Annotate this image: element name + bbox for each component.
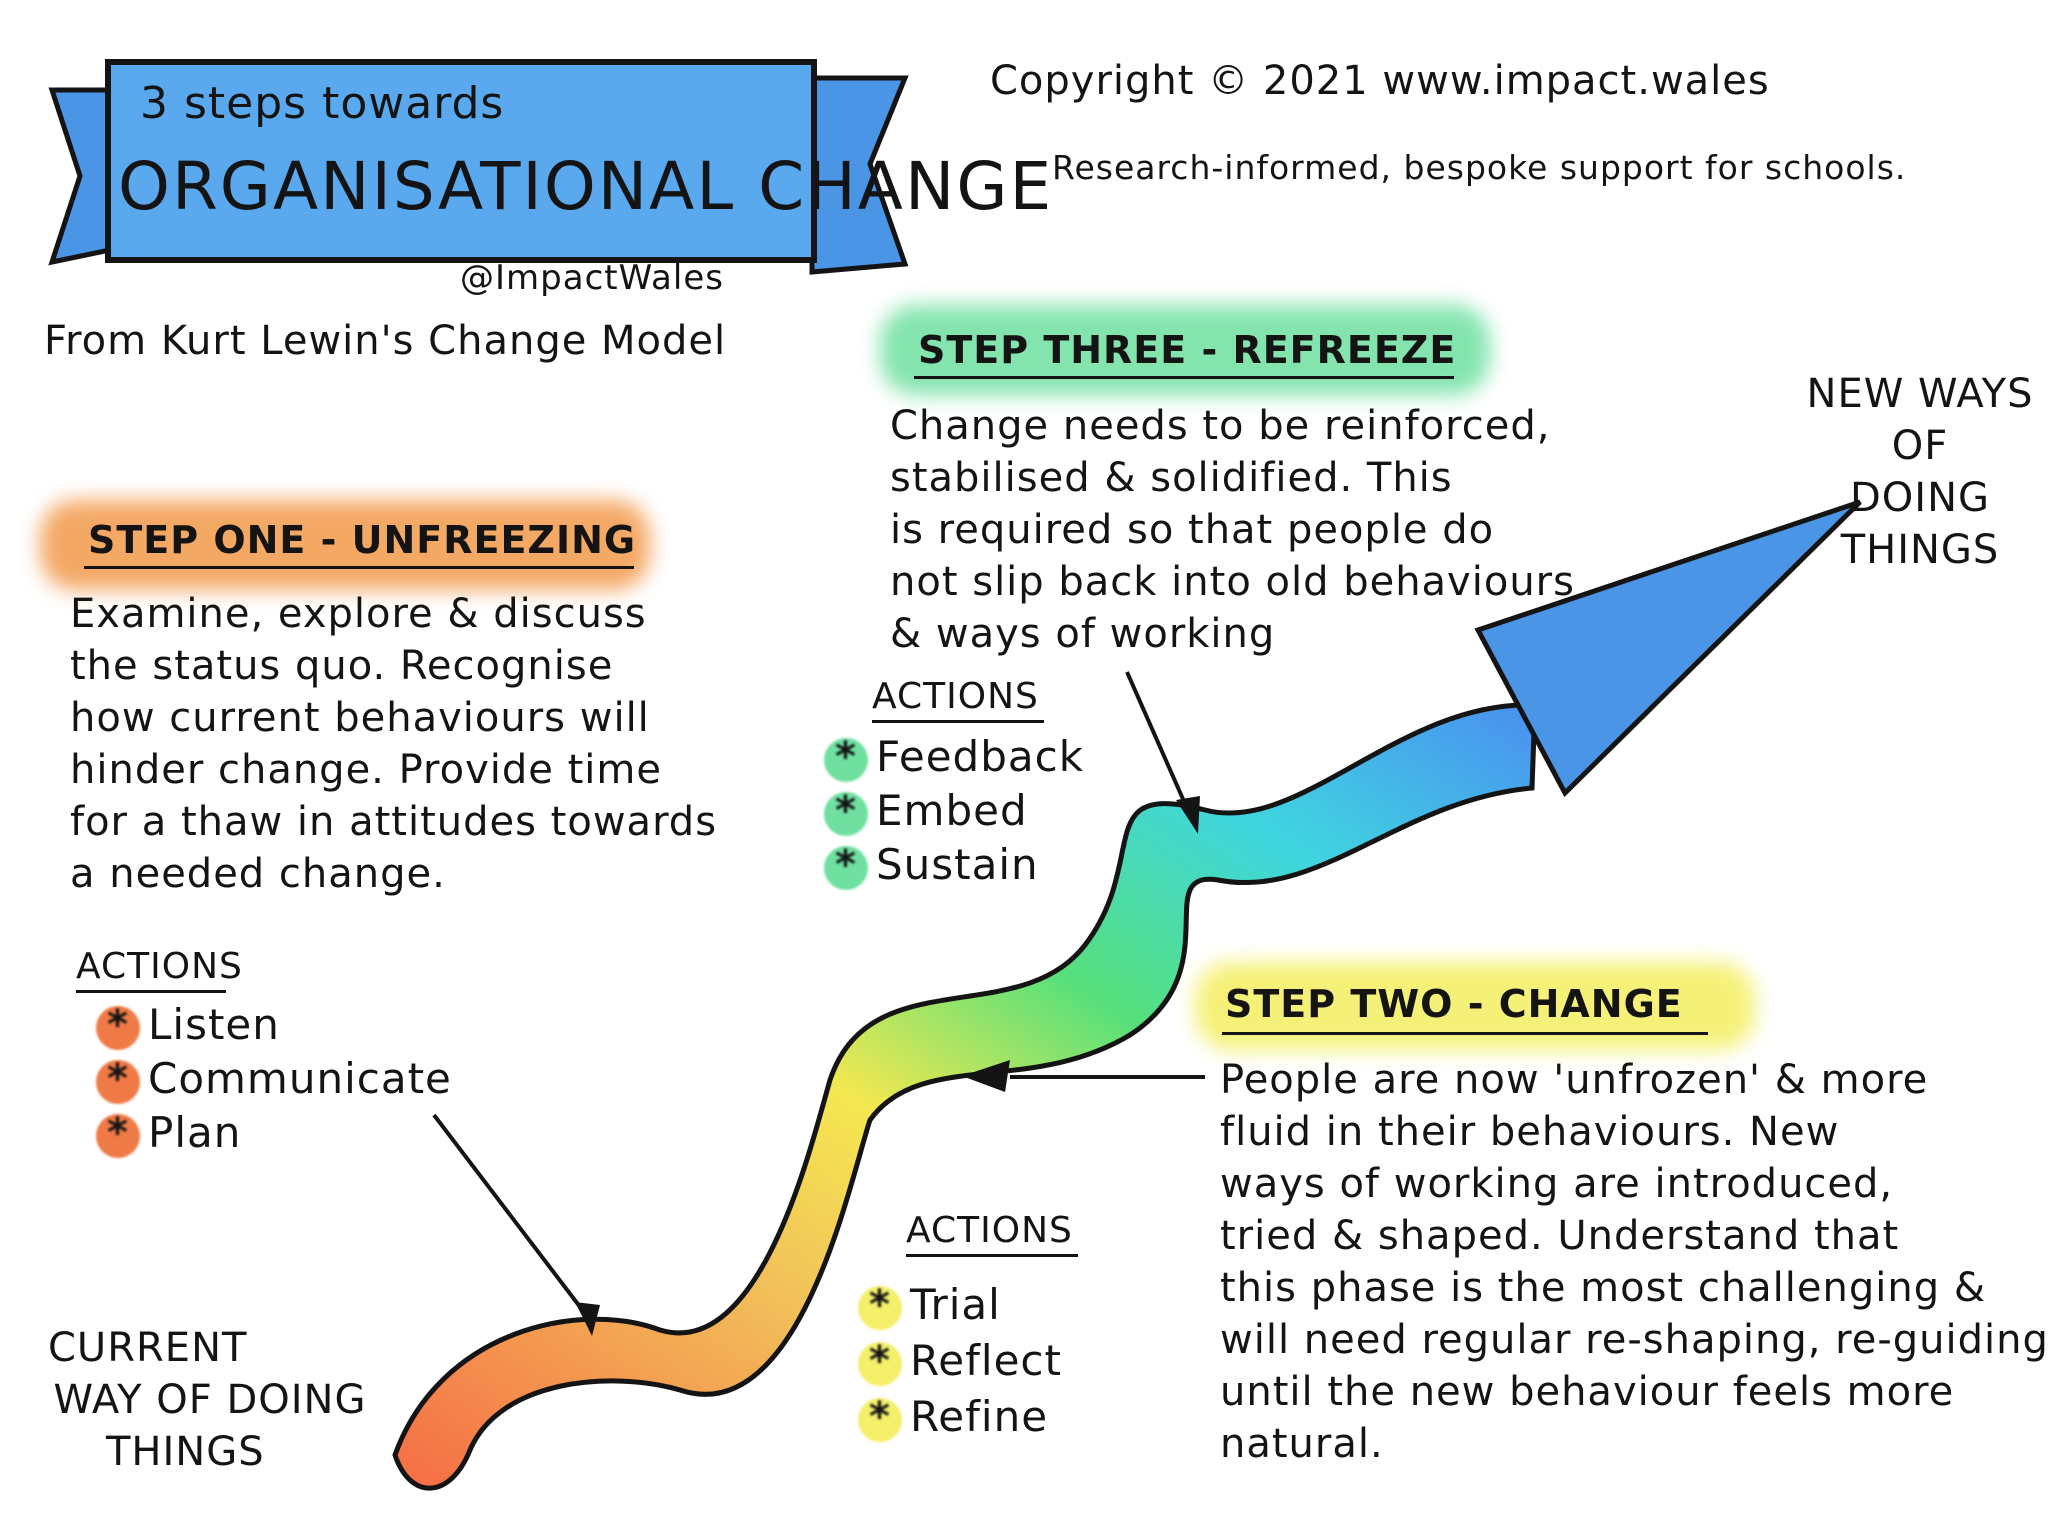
step-two-description: People are now 'unfrozen' & more fluid i…	[1220, 1054, 2048, 1470]
action-item: *Feedback	[824, 732, 1084, 782]
asterisk-icon: *	[824, 842, 868, 890]
asterisk-icon: *	[96, 1002, 140, 1050]
step-two-line: will need regular re-shaping, re-guiding	[1220, 1317, 2048, 1363]
action-label: Feedback	[876, 732, 1085, 781]
start-label-line: THINGS	[106, 1429, 265, 1475]
asterisk-icon: *	[858, 1394, 902, 1442]
asterisk-icon: *	[858, 1338, 902, 1386]
step-three-actions-label: ACTIONS	[872, 676, 1039, 717]
step-three-title: STEP THREE - REFREEZE	[918, 328, 1457, 372]
step-three-line: Change needs to be reinforced,	[890, 403, 1551, 449]
step-three-line: stabilised & solidified. This	[890, 455, 1453, 501]
step-three-description: Change needs to be reinforced, stabilise…	[890, 400, 1575, 660]
step-two-line: natural.	[1220, 1421, 1384, 1467]
action-label: Reflect	[910, 1336, 1062, 1385]
end-label: NEW WAYS OF DOING THINGS	[1800, 368, 2040, 576]
action-item: *Listen	[96, 1000, 280, 1050]
end-label-line: NEW WAYS	[1806, 371, 2034, 417]
step-two-underline	[1222, 1032, 1708, 1035]
actions-underline	[872, 720, 1044, 723]
step-one-underline	[84, 566, 634, 569]
end-label-line: OF	[1891, 423, 1949, 469]
action-item: *Communicate	[96, 1054, 452, 1104]
step-one-title: STEP ONE - UNFREEZING	[88, 518, 637, 562]
step-three-line: & ways of working	[890, 611, 1276, 657]
start-label: CURRENT WAY OF DOING THINGS	[30, 1322, 390, 1478]
step-three-line: not slip back into old behaviours	[890, 559, 1575, 605]
asterisk-icon: *	[824, 734, 868, 782]
end-label-line: THINGS	[1840, 527, 2000, 573]
step-two-line: fluid in their behaviours. New	[1220, 1109, 1840, 1155]
step-three-glow	[880, 305, 1490, 395]
banner-subtitle: 3 steps towards	[140, 78, 505, 129]
step-one-line: Examine, explore & discuss	[70, 591, 647, 637]
step-two-glow	[1195, 962, 1755, 1050]
step-two-line: People are now 'unfrozen' & more	[1220, 1057, 1929, 1103]
step-one-line: how current behaviours will	[70, 695, 650, 741]
copyright-text: Copyright © 2021 www.impact.wales	[990, 58, 1770, 104]
step-two-actions-label: ACTIONS	[906, 1210, 1073, 1251]
start-label-line: CURRENT	[48, 1325, 248, 1371]
wave-body	[392, 702, 1538, 1491]
actions-underline	[906, 1254, 1078, 1257]
step-one-glow	[40, 500, 650, 590]
action-label: Plan	[148, 1108, 242, 1157]
action-item: *Sustain	[824, 840, 1039, 890]
asterisk-icon: *	[824, 788, 868, 836]
step-three-underline	[914, 376, 1454, 379]
step-two-line: this phase is the most challenging &	[1220, 1265, 1987, 1311]
action-label: Refine	[910, 1392, 1049, 1441]
end-label-line: DOING	[1850, 475, 1990, 521]
social-handle: @ImpactWales	[460, 258, 724, 298]
action-item: *Reflect	[858, 1336, 1062, 1386]
arrow-head	[1474, 499, 1862, 798]
step-two-line: ways of working are introduced,	[1220, 1161, 1894, 1207]
start-label-line: WAY OF DOING	[53, 1377, 367, 1423]
tagline: Research-informed, bespoke support for s…	[1052, 148, 1907, 187]
actions-underline	[76, 990, 226, 993]
step-two-line: tried & shaped. Understand that	[1220, 1213, 1900, 1259]
step-one-line: the status quo. Recognise	[70, 643, 614, 689]
step-one-line: a needed change.	[70, 851, 446, 897]
banner-title: ORGANISATIONAL CHANGE	[118, 148, 1054, 225]
action-item: *Refine	[858, 1392, 1048, 1442]
action-label: Sustain	[876, 840, 1039, 889]
asterisk-icon: *	[858, 1282, 902, 1330]
asterisk-icon: *	[96, 1110, 140, 1158]
action-item: *Embed	[824, 786, 1028, 836]
step-three-line: is required so that people do	[890, 507, 1495, 553]
action-label: Listen	[148, 1000, 280, 1049]
action-item: *Plan	[96, 1108, 241, 1158]
step-one-actions-label: ACTIONS	[76, 946, 243, 987]
action-label: Trial	[910, 1280, 1001, 1329]
source-caption: From Kurt Lewin's Change Model	[44, 318, 727, 364]
action-label: Communicate	[148, 1054, 452, 1103]
step-one-description: Examine, explore & discuss the status qu…	[70, 588, 717, 900]
step-two-line: until the new behaviour feels more	[1220, 1369, 1955, 1415]
step-two-title: STEP TWO - CHANGE	[1225, 982, 1683, 1026]
action-label: Embed	[876, 786, 1028, 835]
step-one-line: hinder change. Provide time	[70, 747, 662, 793]
action-item: *Trial	[858, 1280, 1001, 1330]
asterisk-icon: *	[96, 1056, 140, 1104]
step-one-line: for a thaw in attitudes towards	[70, 799, 718, 845]
